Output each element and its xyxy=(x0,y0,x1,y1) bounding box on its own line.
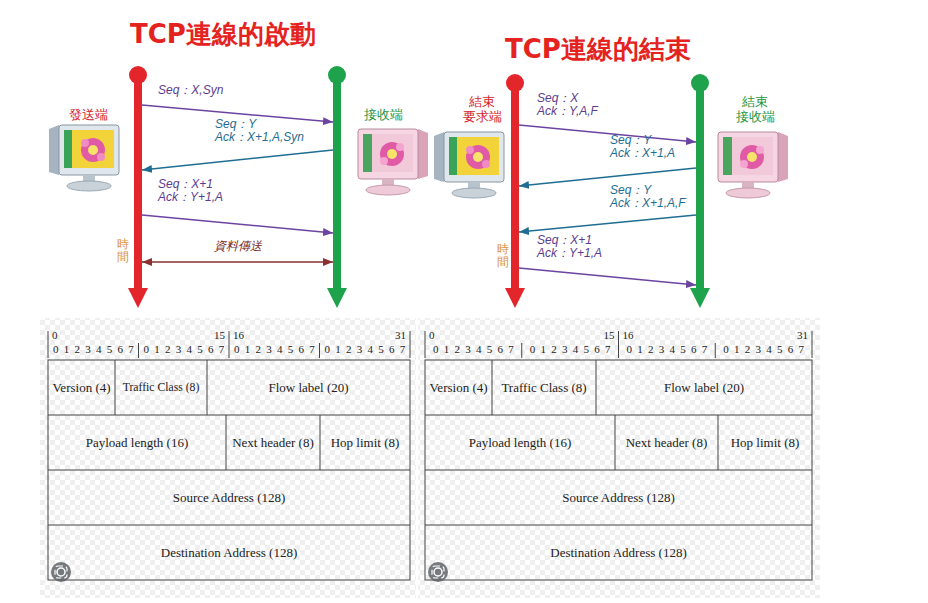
bit-ruler: 0 1 2 3 4 5 6 7 xyxy=(320,343,411,356)
lifeline-arrowhead xyxy=(327,288,347,308)
endpoint-label: 結束 要求端 xyxy=(456,94,508,124)
lifeline-arrowhead xyxy=(128,288,148,308)
diagram-title: TCP連線的啟動 xyxy=(130,18,316,50)
header-field: Source Address (128) xyxy=(425,470,812,525)
bit-ruler: 0 1 2 3 4 5 6 7 xyxy=(139,343,230,356)
header-field: Payload length (16) xyxy=(48,415,226,470)
lifeline-bar: 結束 要求端 xyxy=(511,83,519,290)
message-arrow xyxy=(142,261,333,263)
table-ground xyxy=(40,318,416,598)
header-field: Next header (8) xyxy=(226,415,320,470)
lifeline-arrowhead xyxy=(690,288,710,308)
message-label: Seq：X Ack：Y,A,F xyxy=(537,92,637,118)
bit-ruler: 0 1 2 3 4 5 6 7 xyxy=(715,343,812,356)
bit-number: 31 xyxy=(784,329,808,342)
endpoint-label: 發送端 xyxy=(58,107,118,122)
computer-icon xyxy=(718,132,788,198)
bit-number: 0 xyxy=(429,329,453,342)
bit-ruler: 0 1 2 3 4 5 6 7 xyxy=(425,343,522,356)
header-field: Payload length (16) xyxy=(425,415,615,470)
message-label: Seq：Y Ack：X+1,A xyxy=(610,134,694,160)
bit-ruler: 0 1 2 3 4 5 6 7 xyxy=(48,343,139,356)
message-arrow xyxy=(142,150,333,170)
header-field: Destination Address (128) xyxy=(48,525,410,580)
bit-number: 31 xyxy=(382,329,406,342)
message-label: 資料傳送 xyxy=(198,240,278,253)
ipv6-header-grid xyxy=(48,331,410,580)
lifeline-bar: 發送端 xyxy=(134,75,142,290)
endpoint-label: 結束 接收端 xyxy=(729,94,781,124)
message-arrow xyxy=(519,125,696,142)
message-label: Seq：X+1 Ack：Y+1,A xyxy=(537,234,637,260)
message-label: Seq：Y Ack：X+1,A,F xyxy=(610,184,694,210)
message-label: Seq：X,Syn xyxy=(158,84,268,97)
message-arrow xyxy=(519,168,696,186)
bit-number: 15 xyxy=(591,329,615,342)
bit-ruler: 0 1 2 3 4 5 6 7 xyxy=(522,343,619,356)
header-field: Version (4) xyxy=(48,360,115,415)
endpoint-label: 接收端 xyxy=(353,107,413,122)
message-arrow xyxy=(142,215,333,233)
lifeline-bar: 結束 接收端 xyxy=(696,83,704,290)
computer-icon xyxy=(49,125,119,191)
header-field: Hop limit (8) xyxy=(320,415,410,470)
header-field: Traffic Class (8) xyxy=(115,360,207,415)
diagram-title: TCP連線的結束 xyxy=(505,33,691,65)
message-arrow xyxy=(519,268,696,285)
ipv6-header-grid xyxy=(425,331,812,580)
bit-number: 16 xyxy=(623,329,647,342)
lifeline-bar: 接收端 xyxy=(333,75,341,290)
header-field: Hop limit (8) xyxy=(718,415,812,470)
lens-icon xyxy=(428,562,448,582)
lens-icon xyxy=(51,562,71,582)
bit-ruler: 0 1 2 3 4 5 6 7 xyxy=(229,343,320,356)
header-field: Next header (8) xyxy=(615,415,718,470)
bit-number: 16 xyxy=(233,329,257,342)
time-axis-label: 時間 xyxy=(117,238,129,264)
bit-number: 15 xyxy=(201,329,225,342)
message-label: Seq：X+1 Ack：Y+1,A xyxy=(158,178,268,204)
header-field: Flow label (20) xyxy=(596,360,812,415)
lifeline-arrowhead xyxy=(505,288,525,308)
computer-icon xyxy=(434,132,504,198)
bit-number: 0 xyxy=(52,329,76,342)
header-field: Source Address (128) xyxy=(48,470,410,525)
bit-ruler: 0 1 2 3 4 5 6 7 xyxy=(619,343,716,356)
header-field: Flow label (20) xyxy=(207,360,410,415)
computer-icon xyxy=(358,129,428,195)
table-ground xyxy=(418,318,820,598)
message-arrow xyxy=(519,215,696,232)
header-field: Traffic Class (8) xyxy=(492,360,596,415)
header-field: Version (4) xyxy=(425,360,492,415)
message-label: Seq：Y Ack：X+1,A,Syn xyxy=(215,118,330,144)
header-field: Destination Address (128) xyxy=(425,525,812,580)
time-axis-label: 時間 xyxy=(497,243,509,269)
